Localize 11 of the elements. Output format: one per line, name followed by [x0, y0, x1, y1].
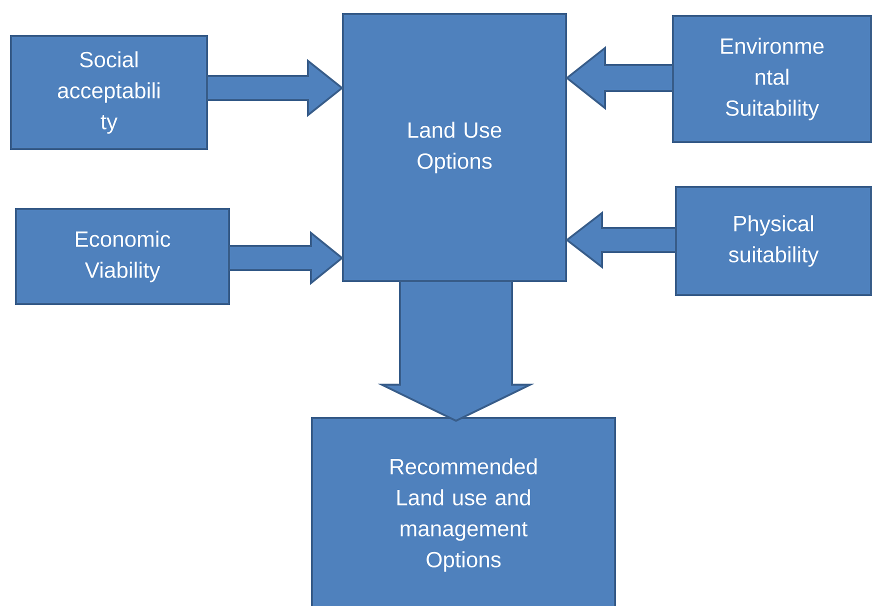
process-box: Land Use Options — [342, 13, 567, 282]
block-arrow — [378, 280, 534, 422]
process-box: Environme ntal Suitability — [672, 15, 872, 143]
block-arrow — [565, 210, 677, 270]
block-arrow — [565, 46, 674, 110]
process-box: Economic Viability — [15, 208, 230, 305]
process-box: Social acceptabili ty — [10, 35, 208, 150]
block-arrow — [228, 230, 344, 286]
process-box: Physical suitability — [675, 186, 872, 296]
block-arrow — [206, 58, 344, 118]
process-box: Recommended Land use and management Options — [311, 417, 616, 606]
